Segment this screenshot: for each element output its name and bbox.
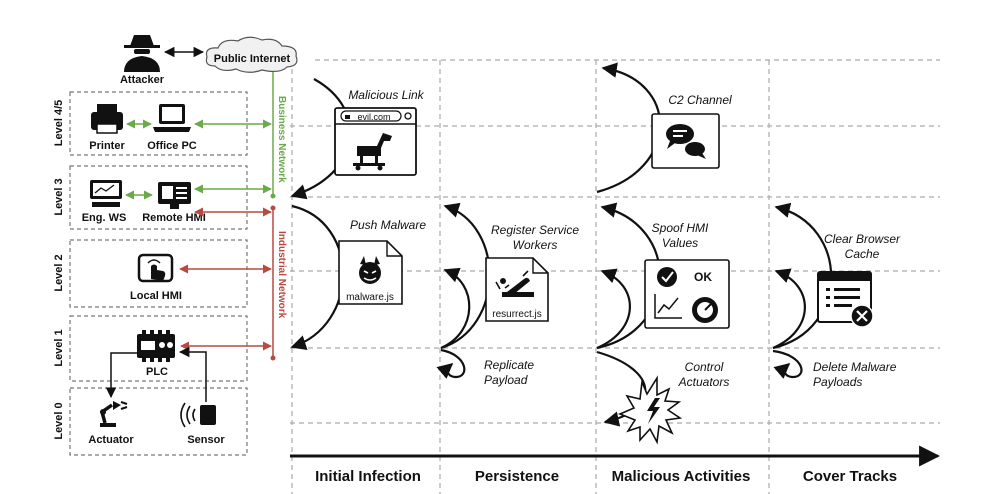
phase-cover-tracks: Cover Tracks — [803, 468, 897, 485]
c2-channel-label: C2 Channel — [668, 93, 732, 107]
remote-hmi-icon — [158, 182, 191, 209]
phase-malicious-activities: Malicious Activities — [612, 468, 751, 485]
phase-initial-infection: Initial Infection — [315, 468, 421, 485]
local-hmi-icon — [137, 253, 174, 283]
attacker-label: Attacker — [120, 74, 165, 86]
control-actuators-label-2: Actuators — [678, 375, 730, 389]
chat-bubbles-icon — [651, 113, 720, 169]
replicate-label-2: Payload — [484, 373, 528, 387]
clear-cache-arrow-mid — [772, 268, 806, 350]
plc-icon — [137, 330, 175, 362]
laptop-icon — [153, 104, 191, 132]
hmi-dashboard-icon — [644, 259, 730, 329]
actuator-label: Actuator — [88, 434, 134, 446]
business-network-label: Business Network — [276, 96, 287, 183]
sensor-plc-link — [178, 346, 207, 402]
register-sw-label-1: Register Service — [491, 223, 579, 237]
explosion-icon — [617, 375, 683, 445]
printer-icon — [91, 104, 123, 134]
office-pc-label: Office PC — [147, 140, 197, 152]
register-worker-arrow-mid — [440, 267, 471, 350]
malicious-link-label: Malicious Link — [348, 88, 424, 102]
browser-clear-icon — [817, 271, 874, 328]
public-internet-label: Public Internet — [214, 53, 291, 65]
level-label-2: Level 2 — [53, 254, 65, 291]
push-malware-label: Push Malware — [350, 218, 426, 232]
clear-cache-label-2: Cache — [845, 247, 880, 261]
trojan-horse-icon — [353, 133, 392, 171]
phase-persistence: Persistence — [475, 468, 559, 485]
level-boxes — [69, 91, 248, 456]
sensor-label: Sensor — [187, 434, 225, 446]
level-label-1: Level 1 — [53, 329, 65, 366]
attacker-icon — [124, 35, 160, 72]
industrial-network-label: Industrial Network — [276, 231, 287, 319]
resurrect-file-label: resurrect.js — [492, 309, 541, 320]
eng-ws-label: Eng. WS — [82, 212, 127, 224]
malware-file-icon — [338, 240, 403, 305]
level-label-0: Level 0 — [53, 402, 65, 439]
c2-channel-arrow — [596, 62, 662, 194]
browser-window-icon — [334, 107, 417, 176]
push-malware-arrow — [290, 204, 345, 351]
delete-payloads-label-1: Delete Malware — [813, 360, 897, 374]
ok-label: OK — [694, 270, 712, 284]
spoof-hmi-arrow-mid — [596, 268, 631, 350]
replicate-payload-arrow — [436, 348, 466, 379]
control-actuators-label-1: Control — [685, 360, 724, 374]
delete-payloads-arrow — [772, 349, 803, 379]
clear-cache-label-1: Clear Browser — [824, 232, 901, 246]
plc-label: PLC — [146, 366, 168, 378]
remote-hmi-label: Remote HMI — [142, 212, 206, 224]
local-hmi-label: Local HMI — [130, 290, 182, 302]
url-text: evil.com — [357, 112, 390, 122]
resurrect-file-icon — [485, 257, 549, 322]
level-label-3: Level 3 — [53, 178, 65, 215]
spoof-hmi-label-2: Values — [662, 236, 698, 250]
malware-file-label: malware.js — [346, 292, 394, 303]
workstation-icon — [90, 180, 122, 207]
register-sw-label-2: Workers — [513, 238, 558, 252]
level-labels: Level 4/5 Level 3 Level 2 Level 1 Level … — [53, 100, 65, 440]
actuator-icon — [99, 401, 128, 427]
level-label-4-5: Level 4/5 — [53, 100, 65, 146]
cloud-icon — [205, 36, 298, 73]
replicate-label-1: Replicate — [484, 358, 534, 372]
sensor-icon — [180, 402, 216, 428]
delete-payloads-label-2: Payloads — [813, 375, 862, 389]
spoof-hmi-label-1: Spoof HMI — [652, 221, 709, 235]
plc-actuator-link — [105, 352, 138, 399]
printer-label: Printer — [89, 140, 125, 152]
